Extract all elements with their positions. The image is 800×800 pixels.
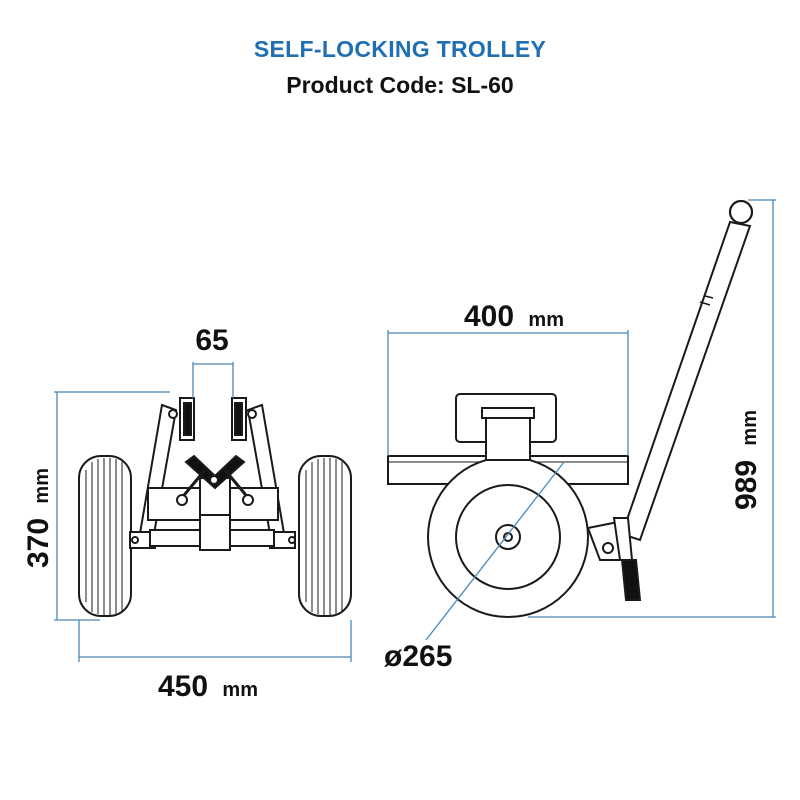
wheel-diameter-label: ø265 xyxy=(384,640,452,673)
front-dimension-lines xyxy=(54,362,352,662)
coupling-width-label: 65 xyxy=(195,324,228,357)
front-left-wheel xyxy=(78,455,132,617)
side-dimension-lines xyxy=(387,199,776,641)
side-view xyxy=(387,199,754,618)
handle xyxy=(620,199,754,542)
lock-pedal xyxy=(620,559,642,601)
side-wheel xyxy=(427,456,589,618)
overall-height-label: 989 mm xyxy=(730,410,763,510)
side-fork xyxy=(485,411,531,461)
front-right-leg xyxy=(246,403,288,546)
diagram-title: SELF-LOCKING TROLLEY xyxy=(253,36,547,62)
front-left-leg xyxy=(136,403,178,546)
front-view xyxy=(78,397,352,617)
front-right-wheel xyxy=(298,455,352,617)
front-width-label: 450 mm xyxy=(158,670,258,703)
side-length-label: 400 mm xyxy=(464,300,564,333)
product-code: Product Code: SL-60 xyxy=(286,72,514,98)
v-coupling xyxy=(184,454,246,490)
front-height-label: 370 mm xyxy=(22,468,55,568)
